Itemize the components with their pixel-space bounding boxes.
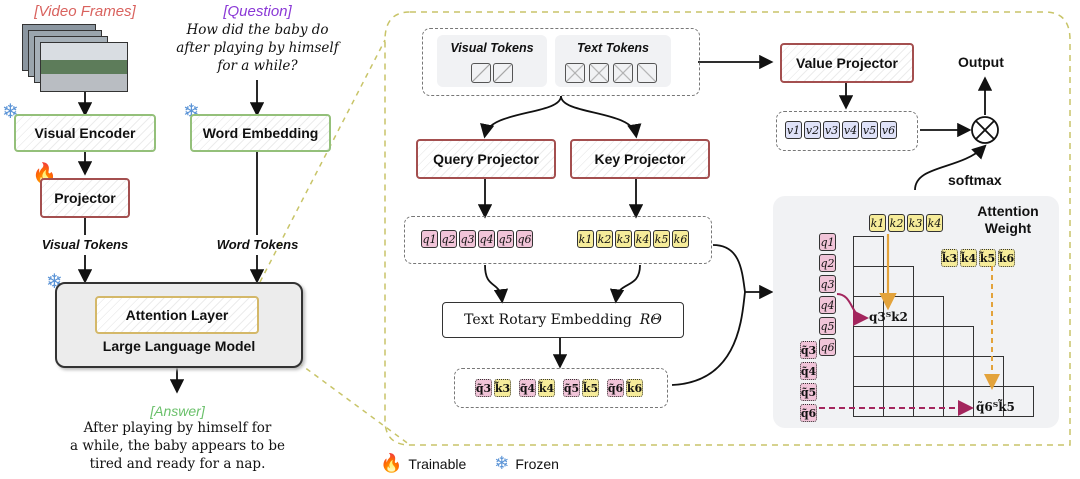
attention-query-token: q2 (819, 254, 836, 272)
token-square (493, 63, 513, 83)
question-label: [Question] (223, 3, 292, 20)
llm-label: Large Language Model (102, 338, 256, 354)
query-projector-box: Query Projector (416, 139, 556, 179)
projector-box: Projector (40, 178, 130, 218)
value-token: v3 (823, 121, 840, 139)
rotated-key-token: k̃5 (582, 379, 599, 397)
rotated-key-token: k̃3 (494, 379, 511, 397)
word-tokens-label: Word Tokens (216, 237, 299, 252)
attention-rotated-query-token: q̃4 (800, 362, 817, 380)
attention-rotated-key-token: k̃6 (998, 249, 1015, 267)
key-token: k6 (672, 230, 689, 248)
query-token: q1 (421, 230, 438, 248)
token-square (471, 63, 491, 83)
value-token: v6 (880, 121, 897, 139)
attention-key-token: k3 (907, 214, 924, 232)
attention-query-token: q4 (819, 296, 836, 314)
output-label: Output (958, 54, 1004, 70)
token-square (565, 63, 585, 83)
visual-encoder-box: Visual Encoder (14, 114, 156, 152)
word-embedding-box: Word Embedding (190, 114, 331, 152)
attention-key-token: k2 (888, 214, 905, 232)
attention-query-token: q3 (819, 275, 836, 293)
key-projector-box: Key Projector (570, 139, 710, 179)
attention-rotated-key-token: k̃5 (979, 249, 996, 267)
cell-label-q6-k5: q̃6ᵀk̃5 (976, 400, 1015, 414)
attention-cell (1003, 386, 1034, 417)
value-token: v1 (785, 121, 802, 139)
rotary-symbol: RΘ (639, 312, 662, 328)
answer-label: [Answer] (150, 403, 205, 419)
attention-query-token: q6 (819, 338, 836, 356)
visual-tokens-label: Visual Tokens (41, 237, 129, 252)
frozen-icon: ❄ (494, 453, 510, 473)
query-token: q2 (440, 230, 457, 248)
brace-connector (671, 244, 770, 386)
key-token: k2 (596, 230, 613, 248)
token-square (613, 63, 633, 83)
query-token: q3 (459, 230, 476, 248)
attention-key-token: k1 (869, 214, 886, 232)
value-projector-box: Value Projector (780, 43, 914, 83)
llm-box: Attention Layer Large Language Model (55, 282, 303, 368)
rotated-query-token: q̃4 (519, 379, 536, 397)
visual-tokens-panel: Visual Tokens (437, 35, 547, 87)
rotated-query-token: q̃6 (607, 379, 624, 397)
attention-rotated-query-token: q̃6 (800, 404, 817, 422)
legend: 🔥 Trainable ❄ Frozen (380, 453, 559, 474)
rotated-query-token: q̃5 (563, 379, 580, 397)
cell-label-q3-k2: q3ᵀk2 (869, 310, 908, 324)
value-token: v4 (842, 121, 859, 139)
query-token: q5 (497, 230, 514, 248)
attention-key-token: k4 (926, 214, 943, 232)
rotated-key-token: k̃6 (626, 379, 643, 397)
query-token: q6 (516, 230, 533, 248)
rotated-query-token: q̃3 (475, 379, 492, 397)
zoom-outline (384, 11, 1071, 446)
text-tokens-title: Text Tokens (576, 41, 649, 55)
legend-frozen-label: Frozen (515, 455, 559, 472)
key-token: k5 (653, 230, 670, 248)
legend-trainable-label: Trainable (408, 455, 467, 472)
attention-rotated-query-token: q̃5 (800, 383, 817, 401)
rotary-embedding-box: Text Rotary Embedding RΘ (442, 302, 684, 338)
input-tokens-group: Visual Tokens Text Tokens (422, 28, 700, 96)
value-token: v2 (804, 121, 821, 139)
attention-rotated-key-token: k̃3 (941, 249, 958, 267)
key-token: k1 (577, 230, 594, 248)
video-frames-label: [Video Frames] (34, 3, 136, 20)
attention-query-token: q5 (819, 317, 836, 335)
token-square (637, 63, 657, 83)
query-token: q4 (478, 230, 495, 248)
visual-tokens-title: Visual Tokens (450, 41, 534, 55)
softmax-label: softmax (948, 172, 1002, 188)
value-token: v5 (861, 121, 878, 139)
attention-query-token: q1 (819, 233, 836, 251)
attention-rotated-key-token: k̃4 (960, 249, 977, 267)
rotated-key-token: k̃4 (538, 379, 555, 397)
key-token: k3 (615, 230, 632, 248)
key-token: k4 (634, 230, 651, 248)
attention-layer-box: Attention Layer (95, 296, 259, 334)
text-tokens-panel: Text Tokens (555, 35, 671, 87)
trainable-icon: 🔥 (380, 453, 403, 473)
rotary-label: Text Rotary Embedding (464, 312, 632, 328)
attention-rotated-query-token: q̃3 (800, 341, 817, 359)
token-square (589, 63, 609, 83)
attention-arrows (819, 234, 1000, 416)
